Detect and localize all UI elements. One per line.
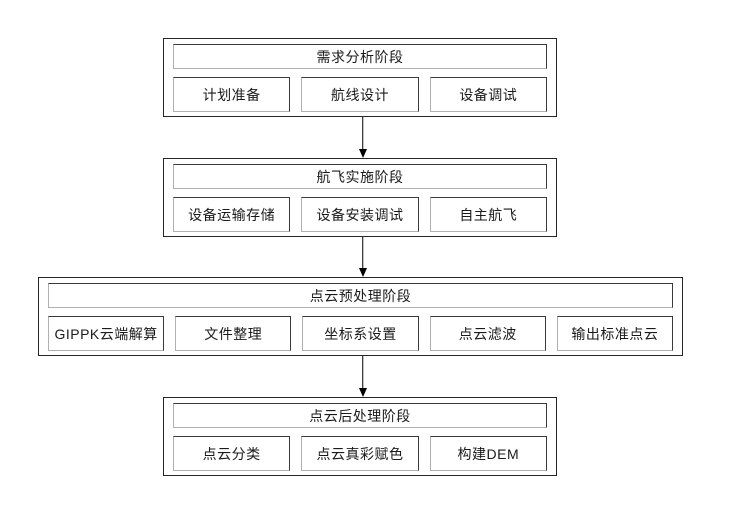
step-box: GIPPK云端解算: [48, 316, 165, 351]
arrow-head-icon: [358, 268, 367, 277]
stage-items-row: GIPPK云端解算 文件整理 坐标系设置 点云滤波 输出标准点云: [48, 316, 674, 351]
step-box: 构建DEM: [429, 436, 547, 471]
flow-arrow-down: [357, 237, 368, 277]
step-box: 坐标系设置: [302, 316, 419, 351]
arrow-shaft: [361, 237, 364, 271]
stage-title-box: 需求分析阶段: [173, 44, 547, 69]
stage-title-box: 点云预处理阶段: [48, 283, 673, 308]
stage-title-box: 航飞实施阶段: [173, 164, 547, 189]
flow-arrow-down: [357, 117, 368, 158]
step-box: 点云滤波: [429, 316, 546, 351]
step-box: 点云分类: [173, 436, 291, 471]
step-box: 设备调试: [429, 77, 547, 112]
stage-flight-implementation: 航飞实施阶段 设备运输存储 设备安装调试 自主航飞: [163, 158, 557, 237]
stage-requirements-analysis: 需求分析阶段 计划准备 航线设计 设备调试: [163, 38, 557, 117]
stage-pointcloud-postprocessing: 点云后处理阶段 点云分类 点云真彩赋色 构建DEM: [163, 397, 557, 476]
stage-title-box: 点云后处理阶段: [173, 403, 547, 428]
arrow-head-icon: [358, 388, 367, 397]
stage-items-row: 点云分类 点云真彩赋色 构建DEM: [173, 436, 547, 471]
step-box: 输出标准点云: [556, 316, 674, 351]
arrow-head-icon: [358, 149, 367, 158]
step-box: 点云真彩赋色: [301, 436, 419, 471]
flow-arrow-down: [357, 356, 368, 397]
stage-items-row: 计划准备 航线设计 设备调试: [173, 77, 547, 112]
step-box: 计划准备: [173, 77, 291, 112]
step-box: 设备安装调试: [301, 197, 419, 232]
arrow-shaft: [361, 356, 364, 391]
stage-pointcloud-preprocessing: 点云预处理阶段 GIPPK云端解算 文件整理 坐标系设置 点云滤波 输出标准点云: [38, 277, 683, 356]
step-box: 文件整理: [175, 316, 292, 351]
step-box: 自主航飞: [429, 197, 547, 232]
arrow-shaft: [361, 117, 364, 152]
stage-items-row: 设备运输存储 设备安装调试 自主航飞: [173, 197, 547, 232]
step-box: 设备运输存储: [173, 197, 291, 232]
step-box: 航线设计: [301, 77, 419, 112]
